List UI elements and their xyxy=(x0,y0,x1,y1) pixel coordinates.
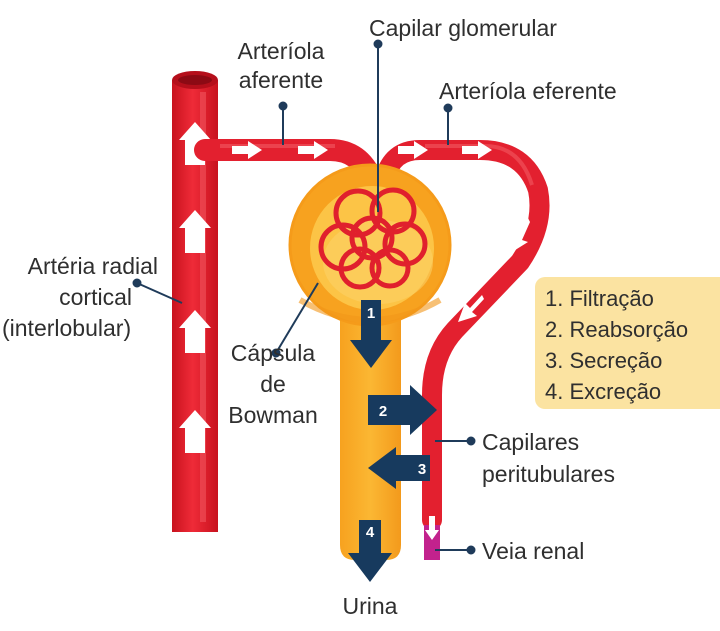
renal-vein-label: Veia renal xyxy=(482,538,585,564)
bowman-capsule-label-line1: Cápsula xyxy=(230,340,316,366)
radial-artery-label-line1: Artéria radial xyxy=(27,253,158,279)
marker-2: 2 xyxy=(379,403,387,420)
efferent-flow-arrows xyxy=(398,141,530,322)
bowman-capsule-label-line2: de xyxy=(260,371,286,397)
marker-4: 4 xyxy=(366,524,375,541)
leader-lines xyxy=(132,39,476,555)
excretion-arrow xyxy=(348,520,392,582)
legend-item-filtration: 1. Filtração xyxy=(545,286,654,311)
marker-1: 1 xyxy=(367,305,375,322)
peritubular-capillaries-label-line2: peritubulares xyxy=(482,461,615,487)
efferent-arteriole-label: Arteríola eferente xyxy=(439,78,617,104)
peritubular-capillaries-label-line1: Capilares xyxy=(482,429,580,455)
bowman-capsule-label-line3: Bowman xyxy=(228,402,318,428)
filtration-arrow xyxy=(350,300,392,368)
radial-artery-label-line2: cortical xyxy=(59,284,132,310)
afferent-arteriole-label-line2: aferente xyxy=(238,67,324,93)
legend-item-secretion: 3. Secreção xyxy=(545,348,663,373)
legend-item-reabsorption: 2. Reabsorção xyxy=(545,317,689,342)
process-arrows xyxy=(348,300,437,582)
glomerulus xyxy=(318,187,428,290)
reabsorption-arrow xyxy=(368,385,437,435)
urine-label: Urina xyxy=(342,593,398,619)
radial-artery-flow-arrows xyxy=(179,122,211,453)
marker-3: 3 xyxy=(418,461,426,478)
renal-vein-flow-arrow xyxy=(425,516,439,540)
afferent-flow-arrows xyxy=(232,141,328,159)
secretion-arrow xyxy=(368,447,430,489)
process-legend: 1. Filtração 2. Reabsorção 3. Secreção 4… xyxy=(535,277,720,409)
radial-artery-label-line3: (interlobular) xyxy=(2,315,132,341)
glomerular-capillary-label: Capilar glomerular xyxy=(369,15,557,41)
process-markers: 1 2 3 4 xyxy=(366,305,426,541)
legend-item-excretion: 4. Excreção xyxy=(545,379,662,404)
afferent-arteriole-label-line1: Arteríola xyxy=(237,38,325,64)
